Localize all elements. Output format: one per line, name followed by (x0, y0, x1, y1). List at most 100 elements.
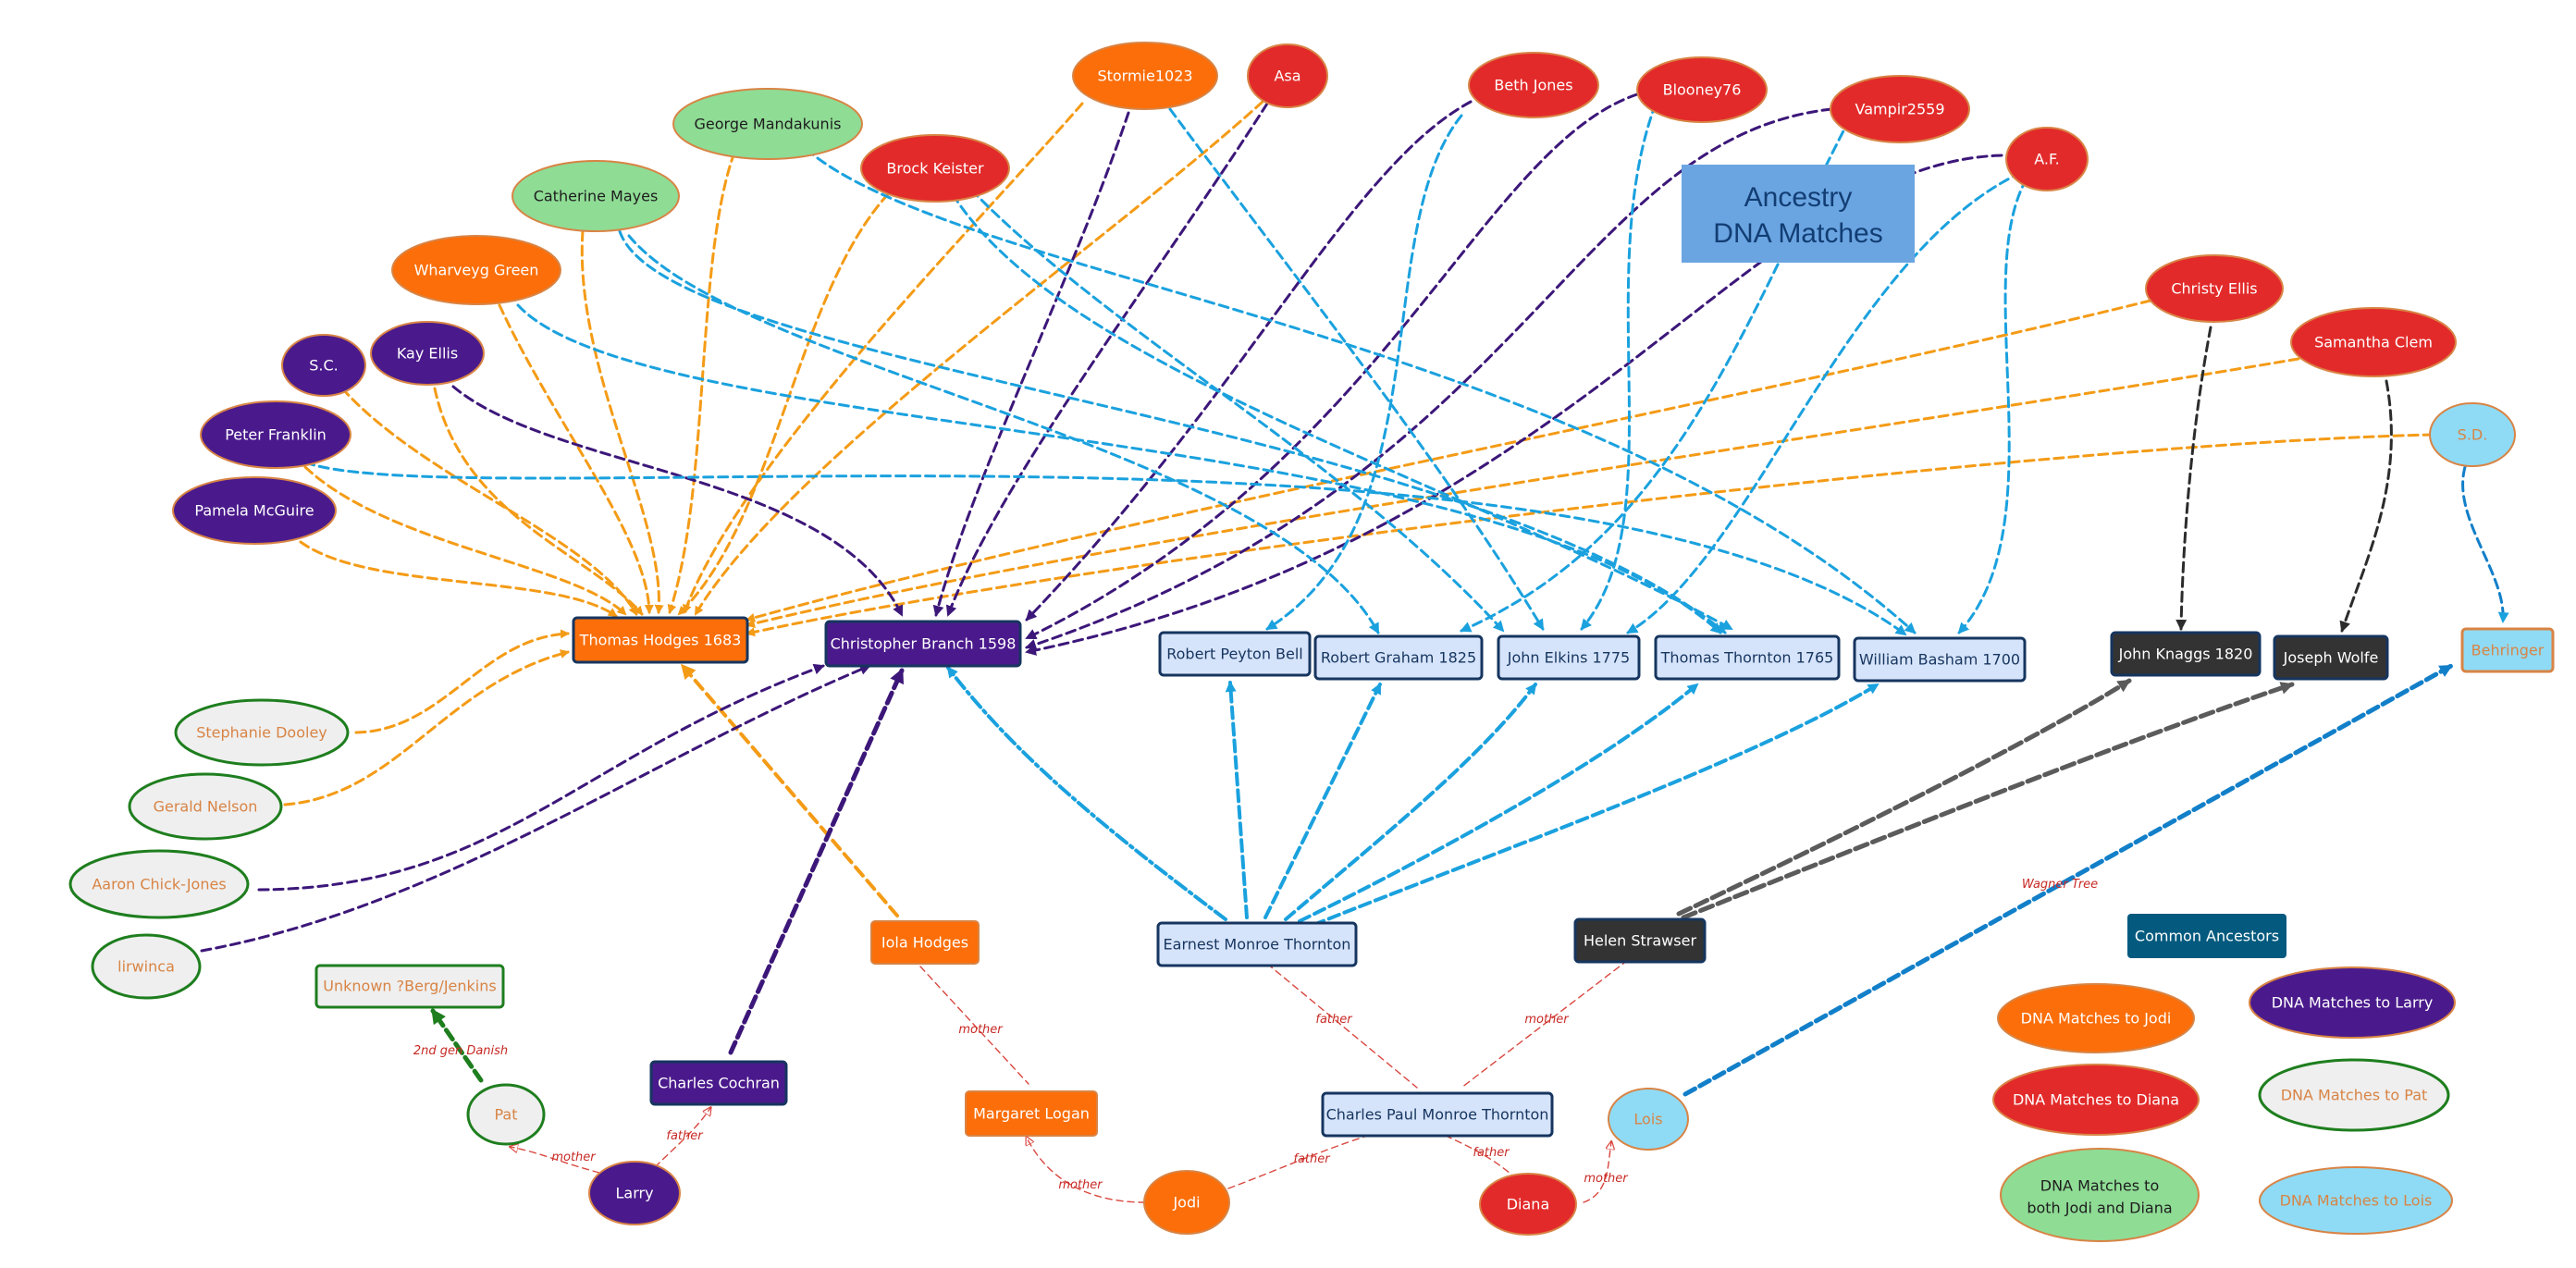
node-sd[interactable]: S.D. (2429, 402, 2516, 467)
node-george-mandakunis[interactable]: George Mandakunis (672, 88, 863, 160)
edge-earnest-robert-graham (1263, 683, 1382, 919)
node-vampir2559[interactable]: Vampir2559 (1830, 75, 1970, 143)
svg-text:Stormie1023: Stormie1023 (1097, 68, 1192, 85)
node-behringer[interactable]: Behringer (2460, 627, 2555, 673)
node-thomas-thornton-1765[interactable]: Thomas Thornton 1765 (1654, 634, 1841, 681)
edge-george-william (794, 137, 1917, 634)
svg-text:John Elkins 1775: John Elkins 1775 (1507, 649, 1630, 667)
node-blooney76[interactable]: Blooney76 (1636, 56, 1768, 123)
node-gerald-nelson[interactable]: Gerald Nelson (128, 772, 283, 841)
edge-stormie-john-elkins (1168, 107, 1545, 631)
node-kay-ellis[interactable]: Kay Ellis (370, 321, 485, 386)
node-common-ancestors[interactable]: Common Ancestors (2127, 914, 2286, 958)
node-af[interactable]: A.F. (2005, 127, 2089, 191)
node-diana[interactable]: Diana (1479, 1173, 1577, 1236)
svg-text:DNA Matches to Diana: DNA Matches to Diana (2013, 1091, 2179, 1109)
edge-diana-lois (1583, 1142, 1611, 1203)
node-john-knaggs-1820[interactable]: John Knaggs 1820 (2110, 631, 2262, 677)
svg-text:Wharveyg Green: Wharveyg Green (414, 262, 539, 279)
edge-blooney-john-elkins (1580, 102, 1658, 631)
legend: DNA Matches to Jodi DNA Matches to Larry… (1992, 966, 2456, 1242)
svg-text:A.F.: A.F. (2034, 151, 2059, 168)
node-charles-cochran[interactable]: Charles Cochran (649, 1060, 788, 1106)
edge-vampir-robert-graham (1460, 117, 1852, 633)
node-earnest-monroe-thornton[interactable]: Earnest Monroe Thornton (1156, 921, 1358, 967)
node-catherine-mayes[interactable]: Catherine Mayes (512, 160, 680, 232)
svg-text:lirwinca: lirwinca (117, 958, 175, 976)
node-christopher-branch-1598[interactable]: Christopher Branch 1598 (824, 620, 1022, 668)
edge-gerald-thomas (283, 649, 570, 806)
svg-text:S.C.: S.C. (309, 357, 339, 375)
node-asa[interactable]: Asa (1247, 43, 1328, 108)
svg-text:Asa: Asa (1274, 68, 1300, 85)
node-charles-paul-monroe-thornton[interactable]: Charles Paul Monroe Thornton (1321, 1091, 1554, 1138)
svg-text:Common Ancestors: Common Ancestors (2135, 928, 2279, 945)
svg-text:Behringer: Behringer (2471, 642, 2545, 659)
node-brock-keister[interactable]: Brock Keister (860, 134, 1010, 203)
node-stormie1023[interactable]: Stormie1023 (1072, 42, 1218, 110)
svg-text:Charles Cochran: Charles Cochran (658, 1075, 780, 1092)
node-john-elkins-1775[interactable]: John Elkins 1775 (1497, 634, 1641, 681)
edge-label-2nd-gen-danish: 2nd gen Danish (413, 1044, 508, 1058)
svg-text:Jodi: Jodi (1172, 1194, 1200, 1212)
edge-label-jodi-mother: mother (1058, 1178, 1103, 1192)
node-unknown-berg-jenkins[interactable]: Unknown ?Berg/Jenkins (314, 964, 505, 1009)
node-christy-ellis[interactable]: Christy Ellis (2145, 254, 2284, 323)
edge-beth-robert-bell (1265, 114, 1463, 631)
svg-text:Brock Keister: Brock Keister (886, 160, 984, 178)
node-pat[interactable]: Pat (466, 1083, 546, 1146)
edge-stephanie-thomas (354, 629, 570, 734)
node-margaret-logan[interactable]: Margaret Logan (965, 1090, 1098, 1137)
edge-label-iola-mother: mother (958, 1023, 1004, 1037)
svg-text:DNA Matches to: DNA Matches to (2040, 1177, 2159, 1195)
edge-aaron-christopher (257, 663, 825, 892)
edge-stormie-thomas (683, 102, 1084, 614)
svg-text:Earnest Monroe Thornton: Earnest Monroe Thornton (1164, 936, 1351, 954)
node-beth-jones[interactable]: Beth Jones (1468, 52, 1599, 118)
node-peter-franklin[interactable]: Peter Franklin (200, 400, 351, 469)
edge-label-earnest-father: father (1315, 1013, 1353, 1027)
edge-wharveyg-thomas (498, 303, 654, 614)
edge-kay-christopher (451, 385, 904, 617)
node-lirwinca[interactable]: lirwinca (91, 933, 202, 1000)
edge-sc-thomas (340, 387, 638, 616)
edge-larry-charles-cochran (654, 1108, 710, 1168)
edge-af-william (1957, 165, 2037, 634)
node-robert-graham-1825[interactable]: Robert Graham 1825 (1313, 634, 1484, 681)
node-iola-hodges[interactable]: Iola Hodges (870, 920, 980, 965)
edge-christy-thomas (746, 299, 2152, 622)
edge-catherine-thomas-thornton (618, 229, 1727, 634)
svg-text:Joseph Wolfe: Joseph Wolfe (2283, 649, 2379, 667)
node-jodi[interactable]: Jodi (1143, 1170, 1230, 1235)
edge-label-larry-pat-mother: mother (551, 1151, 597, 1164)
node-thomas-hodges-1683[interactable]: Thomas Hodges 1683 (572, 616, 749, 664)
node-stephanie-dooley[interactable]: Stephanie Dooley (174, 698, 350, 767)
node-sc[interactable]: S.C. (281, 334, 366, 397)
edge-asa-christopher (945, 102, 1269, 617)
node-larry[interactable]: Larry (588, 1161, 681, 1225)
node-helen-strawser[interactable]: Helen Strawser (1573, 917, 1707, 964)
edge-earnest-christopher (946, 666, 1227, 921)
svg-text:Christopher Branch 1598: Christopher Branch 1598 (831, 635, 1017, 653)
legend-larry: DNA Matches to Larry (2249, 966, 2456, 1039)
edge-pamela-thomas (299, 540, 618, 618)
svg-text:Stephanie Dooley: Stephanie Dooley (196, 724, 327, 742)
legend-pat: DNA Matches to Pat (2258, 1058, 2450, 1132)
svg-text:Charles Paul Monroe Thornton: Charles Paul Monroe Thornton (1326, 1106, 1549, 1124)
node-pamela-mcguire[interactable]: Pamela McGuire (172, 476, 337, 545)
node-samantha-clem[interactable]: Samantha Clem (2290, 307, 2457, 377)
edge-peter-william (303, 461, 1907, 636)
edge-label-jodi-father: father (1293, 1152, 1331, 1166)
edge-label-diana-father: father (1473, 1146, 1510, 1160)
node-wharveyg-green[interactable]: Wharveyg Green (391, 235, 561, 305)
edge-af-john-elkins (1626, 165, 2037, 634)
svg-text:Christy Ellis: Christy Ellis (2171, 280, 2257, 298)
node-lois[interactable]: Lois (1608, 1088, 1689, 1151)
node-william-basham-1700[interactable]: William Basham 1700 (1853, 636, 2027, 683)
edge-helen-charles-paul (1461, 959, 1629, 1089)
edge-iola-margaret (919, 966, 1029, 1085)
node-robert-peyton-bell[interactable]: Robert Peyton Bell (1158, 631, 1312, 677)
node-aaron-chick-jones[interactable]: Aaron Chick-Jones (68, 849, 250, 919)
node-joseph-wolfe[interactable]: Joseph Wolfe (2273, 634, 2389, 681)
